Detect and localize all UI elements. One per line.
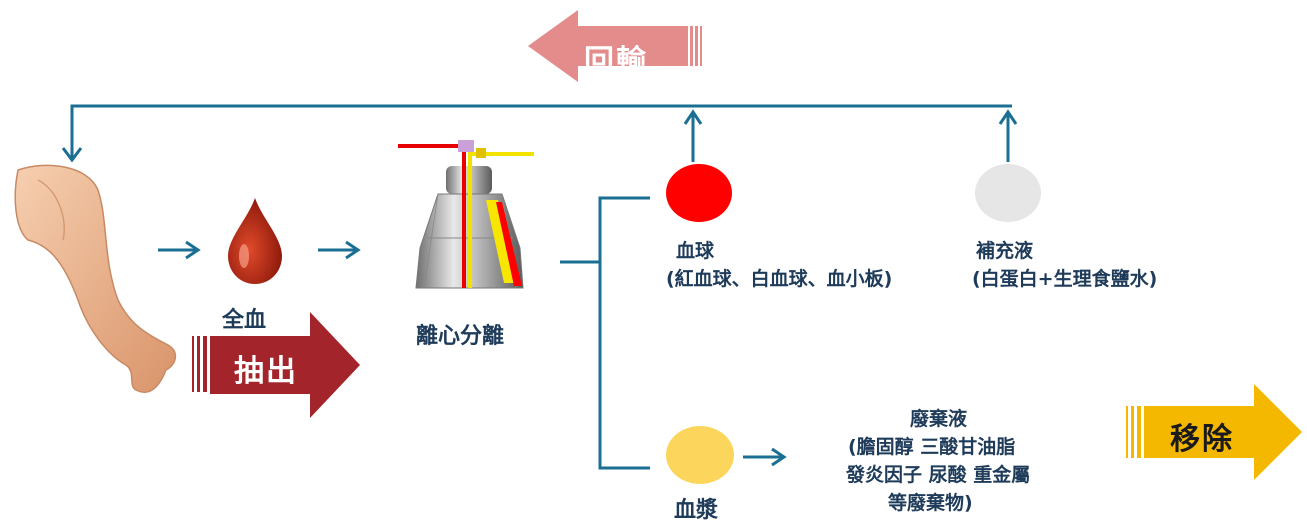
whole-blood-label: 全血	[222, 308, 267, 333]
waste-line-1: (膽固醇 三酸甘油脂	[848, 436, 1016, 458]
remove-arrow	[1126, 384, 1302, 480]
replacement-up-arrow	[998, 109, 1018, 125]
replacement-fluid-detail: (白蛋白+生理食鹽水)	[972, 268, 1158, 290]
return-flow-line	[70, 104, 1012, 160]
centrifuge-label: 離心分離	[416, 324, 505, 349]
arm-icon	[14, 164, 177, 393]
remove-label: 移除	[1170, 422, 1234, 457]
extract-label: 抽出	[234, 354, 298, 389]
replacement-fluid-circle	[975, 164, 1041, 222]
blood-drop-icon	[228, 198, 282, 284]
centrifuge-icon	[398, 140, 534, 289]
return-label: 回輸	[584, 44, 648, 79]
blood-cells-title: 血球	[676, 240, 715, 262]
blood-cells-detail: (紅血球、白血球、血小板)	[666, 268, 893, 290]
plasma-label: 血漿	[674, 498, 719, 523]
return-arrow	[528, 10, 702, 82]
blood-cells-circle	[666, 164, 732, 222]
waste-line-2: 發炎因子 尿酸 重金屬	[846, 464, 1031, 486]
waste-title: 廢棄液	[910, 408, 968, 430]
waste-line-3: 等廢棄物)	[888, 492, 973, 514]
replacement-fluid-title: 補充液	[976, 240, 1034, 262]
plasma-circle	[666, 426, 734, 484]
plasma-to-waste-arrow	[771, 447, 787, 467]
return-arrowhead	[61, 147, 83, 163]
extract-arrow	[192, 312, 360, 418]
blood-to-centrifuge-arrow	[345, 240, 361, 260]
blood-cells-up-arrow	[683, 109, 703, 125]
arm-to-blood-arrow	[185, 240, 201, 260]
